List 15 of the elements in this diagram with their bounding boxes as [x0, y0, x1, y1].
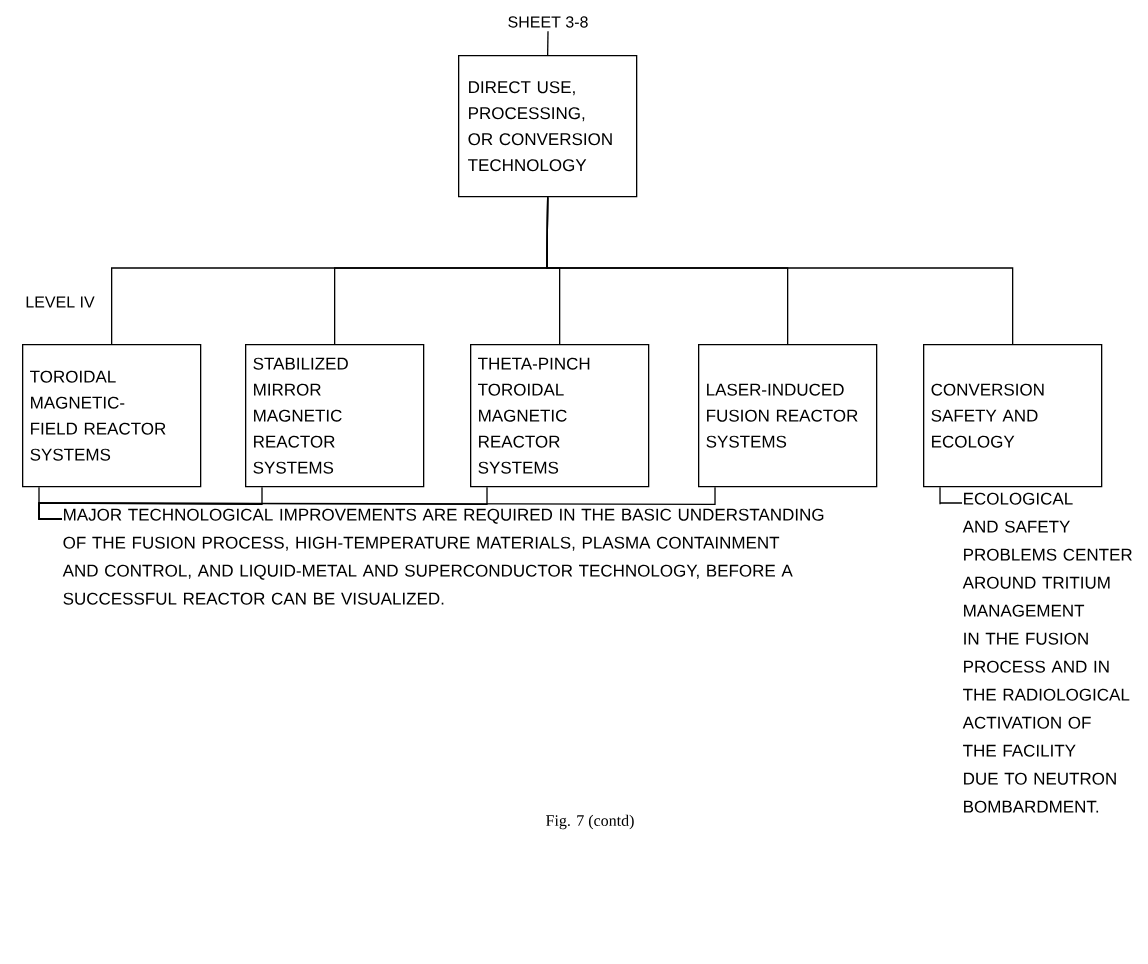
process-box: LASER-INDUCED FUSION REACTOR SYSTEMS: [698, 344, 878, 488]
connector-line: [546, 196, 1014, 345]
process-box: STABILIZED MIRROR MAGNETIC REACTOR SYSTEMS: [245, 344, 425, 488]
level-label: LEVEL IV: [26, 296, 95, 308]
note-text: ECOLOGICAL AND SAFETY PROBLEMS CENTER AROUND TRITIUM MANAGEMENT IN THE FUSION PROCESS AND IN THE RADIOLOGICAL ACTIVATION OF THE FACILITY DUE TO NEUTRON BOMBARDMENT.: [962, 492, 1132, 813]
note-text: MAJOR TECHNOLOGICAL IMPROVEMENTS ARE REQUIRED IN THE BASIC UNDERSTANDING OF THE FUSION PROCESS, HIGH-TEMPERATURE MATERIALS, PLASMA CONTAINMENT AND CONTROL, AND LIQUID-METAL AND SUPERCONDUCTOR TECHNOLOGY, BEFORE A SUCCESSFUL REACTOR CAN BE VISUALIZED.: [62, 508, 824, 605]
process-box: CONVERSION SAFETY AND ECOLOGY: [923, 344, 1103, 488]
connector-line: [939, 486, 963, 505]
connector-line: [547, 30, 549, 56]
process-box: DIRECT USE, PROCESSING, OR CONVERSION TECHNOLOGY: [458, 55, 638, 198]
process-box: THETA-PINCH TOROIDAL MAGNETIC REACTOR SYSTEMS: [470, 344, 650, 488]
figure-caption: Fig. 7 (contd): [546, 814, 634, 830]
process-box: TOROIDAL MAGNETIC-FIELD REACTOR SYSTEMS: [22, 344, 202, 488]
connector-line: [38, 486, 716, 520]
sheet-reference: SHEET 3-8: [508, 16, 588, 28]
